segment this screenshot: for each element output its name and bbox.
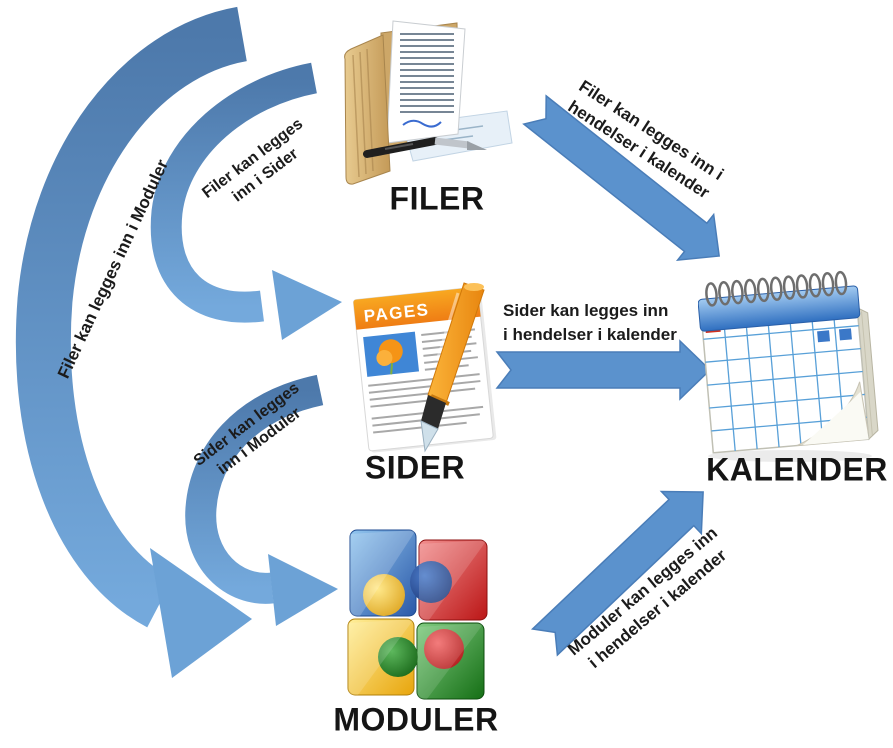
arrow-sider-to-kalender	[495, 339, 712, 401]
edge-label-sider-kalender: Sider kan legges inn i hendelser i kalen…	[503, 299, 677, 347]
node-label-text: SIDER	[364, 449, 466, 486]
node-label-text: KALENDER	[706, 451, 888, 488]
pages-document-icon: PAGES	[352, 282, 497, 453]
node-label-filer: FILER	[390, 181, 485, 218]
arrow-filer-to-moduler	[15, 6, 252, 678]
arrow-filer-to-kalender	[522, 94, 721, 261]
arrow-filer-to-sider	[150, 62, 342, 340]
fountain-pen-icon	[420, 282, 485, 453]
node-label-kalender: KALENDER	[706, 452, 888, 489]
edge-label-line1: Sider kan legges inn	[503, 301, 669, 320]
node-label-sider: SIDER	[365, 450, 465, 487]
folder-documents-icon	[344, 20, 513, 185]
puzzle-pieces-icon	[347, 529, 488, 700]
node-label-moduler: MODULER	[333, 702, 498, 739]
node-label-text: FILER	[389, 180, 485, 217]
pen-icon	[363, 137, 487, 158]
edge-label-line2: i hendelser i kalender	[503, 325, 677, 344]
arrow-sider-to-moduler	[185, 374, 338, 626]
spiral-calendar-icon	[698, 270, 879, 462]
node-label-text: MODULER	[333, 701, 499, 738]
arrow-moduler-to-kalender	[530, 490, 704, 657]
